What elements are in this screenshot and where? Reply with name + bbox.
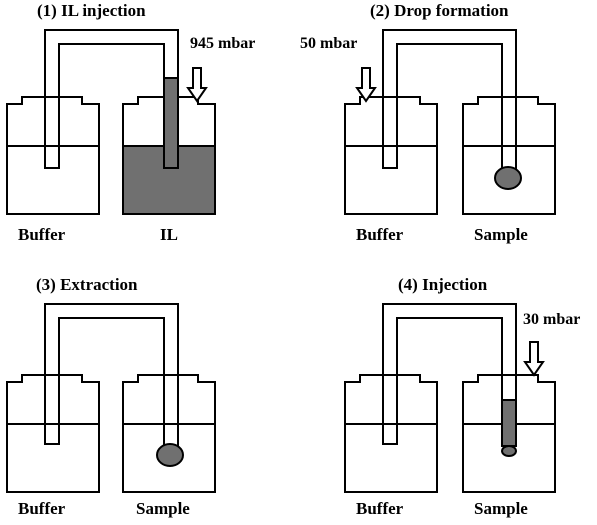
step-3-left-vial-label: Buffer	[18, 499, 66, 518]
step-1-pressure-arrow	[186, 67, 208, 103]
step-2-pressure-label: 50 mbar	[300, 35, 357, 52]
step-4-pressure-label: 30 mbar	[523, 311, 580, 328]
step-2-capillary	[382, 29, 522, 190]
step-3-left-vial	[6, 374, 100, 493]
panel-step-2: (2) Drop formation 50 mbar Buffer Sample	[300, 1, 556, 244]
il-drop-extraction	[156, 443, 184, 467]
step-2-title: (2) Drop formation	[370, 1, 509, 20]
capillary-il-plug	[163, 77, 179, 169]
step-3-title: (3) Extraction	[36, 275, 138, 294]
step-3-capillary	[44, 303, 184, 467]
step-4-capillary	[382, 303, 517, 457]
step-4-title: (4) Injection	[398, 275, 488, 294]
step-2-left-vial-label: Buffer	[356, 225, 404, 244]
step-1-left-vial	[6, 96, 100, 215]
step-1-left-vial-label: Buffer	[18, 225, 66, 244]
step-3-right-vial	[122, 374, 216, 493]
panel-step-3: (3) Extraction Buffer Sample	[6, 275, 216, 518]
il-drop-small	[501, 445, 517, 457]
step-3-right-vial-label: Sample	[136, 499, 190, 518]
panel-step-1: (1) IL injection 945 mbar Buffer IL	[6, 1, 255, 244]
step-4-right-vial-label: Sample	[474, 499, 528, 518]
step-2-pressure-arrow	[355, 67, 377, 103]
capillary-il-injected	[501, 399, 517, 447]
step-1-capillary	[44, 29, 179, 169]
step-1-right-vial-label: IL	[160, 225, 178, 244]
il-drop	[494, 166, 522, 190]
step-2-right-vial	[462, 96, 556, 215]
step-4-left-vial	[344, 374, 438, 493]
step-4-left-vial-label: Buffer	[356, 499, 404, 518]
panel-step-4: (4) Injection 30 mbar Buffer Sample	[344, 275, 580, 518]
step-2-left-vial	[344, 96, 438, 215]
step-2-right-vial-label: Sample	[474, 225, 528, 244]
step-1-pressure-label: 945 mbar	[190, 35, 255, 52]
step-4-pressure-arrow	[523, 341, 545, 377]
step-1-title: (1) IL injection	[37, 1, 146, 20]
